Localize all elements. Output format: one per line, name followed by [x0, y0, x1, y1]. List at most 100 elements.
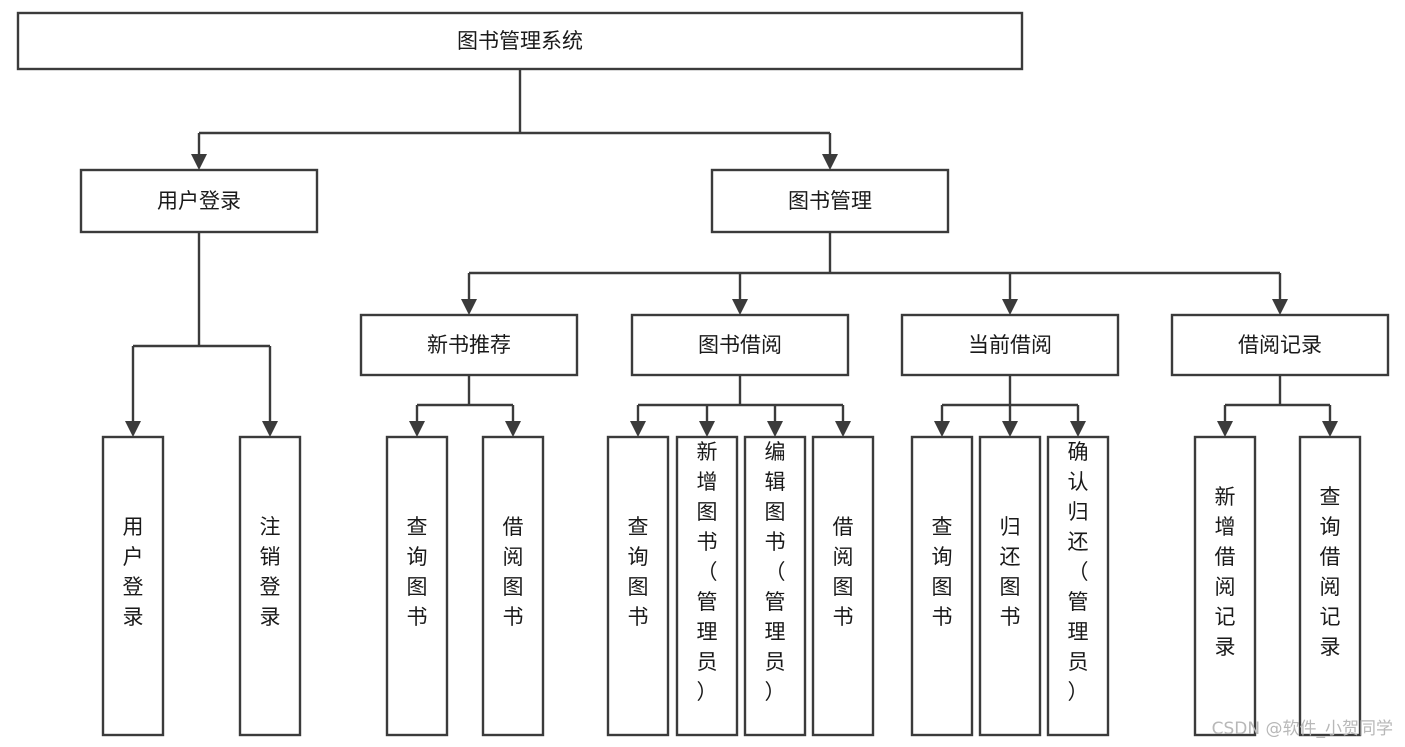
- arrow-icon: [125, 346, 141, 437]
- arrow-icon: [461, 273, 477, 315]
- node-label: 注销登录: [260, 515, 281, 629]
- watermark-text: CSDN @软件_小贺同学: [1211, 719, 1393, 739]
- arrow-head-icon: [822, 154, 838, 170]
- node-leaf-query-book-3[interactable]: 查询图书: [910, 435, 974, 737]
- arrow-icon: [835, 405, 851, 437]
- node-label: 图书管理系统: [457, 29, 583, 53]
- node-leaf-user-login[interactable]: 用户登录: [101, 435, 165, 737]
- arrow-head-icon: [835, 421, 851, 437]
- node-box: [910, 435, 974, 737]
- node-label: 查询借阅记录: [1320, 485, 1341, 659]
- arrow-head-icon: [732, 299, 748, 315]
- arrow-head-icon: [699, 421, 715, 437]
- arrow-head-icon: [1217, 421, 1233, 437]
- node-label: 确认归还（管理员）: [1068, 440, 1089, 704]
- node-label: 图书借阅: [698, 333, 782, 357]
- arrow-head-icon: [461, 299, 477, 315]
- node-box: [710, 168, 950, 234]
- node-book-borrow[interactable]: 图书借阅: [630, 313, 850, 377]
- node-label: 新书推荐: [427, 333, 511, 357]
- arrow-icon: [1272, 273, 1288, 315]
- arrow-icon: [1217, 405, 1233, 437]
- arrow-icon: [822, 133, 838, 170]
- node-label: 查询图书: [407, 515, 428, 629]
- arrow-icon: [191, 133, 207, 170]
- node-box: [1170, 313, 1390, 377]
- arrow-head-icon: [1322, 421, 1338, 437]
- node-box: [978, 435, 1042, 737]
- node-root[interactable]: 图书管理系统: [16, 11, 1024, 71]
- arrow-head-icon: [767, 421, 783, 437]
- arrow-head-icon: [262, 421, 278, 437]
- node-box: [743, 435, 807, 737]
- node-box: [675, 435, 739, 737]
- node-label: 借阅记录: [1238, 333, 1322, 357]
- node-leaf-logout[interactable]: 注销登录: [238, 435, 302, 737]
- arrow-head-icon: [1002, 421, 1018, 437]
- node-box: [16, 11, 1024, 71]
- node-user-login[interactable]: 用户登录: [79, 168, 319, 234]
- arrow-icon: [1070, 405, 1086, 437]
- arrow-icon: [409, 405, 425, 437]
- node-layer: 图书管理系统用户登录图书管理新书推荐图书借阅当前借阅借阅记录用户登录注销登录查询…: [16, 11, 1390, 737]
- arrow-head-icon: [125, 421, 141, 437]
- node-label: 查询图书: [628, 515, 649, 629]
- arrow-icon: [1322, 405, 1338, 437]
- node-label: 用户登录: [157, 189, 241, 213]
- connector-layer: [125, 69, 1338, 437]
- node-leaf-return-book[interactable]: 归还图书: [978, 435, 1042, 737]
- node-box: [811, 435, 875, 737]
- node-leaf-add-book[interactable]: 新增图书（管理员）: [675, 435, 739, 737]
- node-box: [900, 313, 1120, 377]
- node-leaf-add-record[interactable]: 新增借阅记录: [1193, 435, 1257, 737]
- node-label: 借阅图书: [833, 515, 854, 629]
- node-label: 归还图书: [1000, 515, 1021, 629]
- arrow-head-icon: [505, 421, 521, 437]
- node-box: [385, 435, 449, 737]
- node-leaf-query-book-2[interactable]: 查询图书: [606, 435, 670, 737]
- arrow-icon: [630, 405, 646, 437]
- arrow-head-icon: [934, 421, 950, 437]
- node-new-book-recommend[interactable]: 新书推荐: [359, 313, 579, 377]
- arrow-icon: [262, 346, 278, 437]
- arrow-icon: [1002, 405, 1018, 437]
- arrow-head-icon: [1002, 299, 1018, 315]
- node-book-management[interactable]: 图书管理: [710, 168, 950, 234]
- node-label: 新增借阅记录: [1215, 485, 1236, 659]
- arrow-head-icon: [1272, 299, 1288, 315]
- arrow-icon: [767, 405, 783, 437]
- node-leaf-borrow-book-1[interactable]: 借阅图书: [481, 435, 545, 737]
- node-box: [481, 435, 545, 737]
- arrow-icon: [934, 405, 950, 437]
- node-leaf-query-record[interactable]: 查询借阅记录: [1298, 435, 1362, 737]
- node-box: [101, 435, 165, 737]
- arrow-icon: [732, 273, 748, 315]
- arrow-head-icon: [630, 421, 646, 437]
- node-leaf-borrow-book-2[interactable]: 借阅图书: [811, 435, 875, 737]
- arrow-icon: [1002, 273, 1018, 315]
- node-leaf-confirm-return[interactable]: 确认归还（管理员）: [1046, 435, 1110, 737]
- arrow-icon: [505, 405, 521, 437]
- node-label: 借阅图书: [503, 515, 524, 629]
- node-box: [1193, 435, 1257, 737]
- node-box: [1298, 435, 1362, 737]
- node-label: 查询图书: [932, 515, 953, 629]
- node-label: 用户登录: [123, 515, 144, 629]
- arrow-head-icon: [191, 154, 207, 170]
- node-current-borrow[interactable]: 当前借阅: [900, 313, 1120, 377]
- node-label: 新增图书（管理员）: [697, 440, 718, 704]
- node-borrow-records[interactable]: 借阅记录: [1170, 313, 1390, 377]
- node-box: [238, 435, 302, 737]
- node-box: [630, 313, 850, 377]
- node-label: 编辑图书（管理员）: [765, 440, 786, 704]
- arrow-head-icon: [1070, 421, 1086, 437]
- node-leaf-query-book-1[interactable]: 查询图书: [385, 435, 449, 737]
- node-label: 当前借阅: [968, 333, 1052, 357]
- node-leaf-edit-book[interactable]: 编辑图书（管理员）: [743, 435, 807, 737]
- arrow-icon: [699, 405, 715, 437]
- node-box: [606, 435, 670, 737]
- node-box: [79, 168, 319, 234]
- arrow-head-icon: [409, 421, 425, 437]
